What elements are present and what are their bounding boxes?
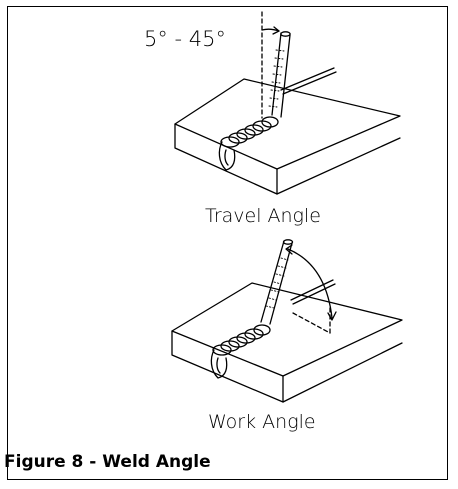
- angle-range-label: 5° - 45°: [144, 27, 227, 51]
- work-angle-label: Work Angle: [208, 411, 316, 433]
- travel-plate: [174, 78, 401, 195]
- travel-electrode: [268, 31, 291, 118]
- work-weld-bead: [210, 324, 271, 379]
- travel-angle-label: Travel Angle: [205, 205, 321, 227]
- work-wire: [290, 279, 334, 301]
- figure-caption: Figure 8 - Weld Angle: [4, 452, 211, 472]
- travel-weld-bead: [218, 116, 279, 171]
- figure-frame: [7, 6, 448, 480]
- work-angle-illustration: [171, 239, 403, 403]
- travel-angle-illustration: [174, 11, 401, 195]
- work-plate: [171, 282, 403, 403]
- travel-wire: [280, 67, 335, 91]
- work-angle-arrow: [287, 248, 333, 319]
- work-electrode: [260, 239, 294, 325]
